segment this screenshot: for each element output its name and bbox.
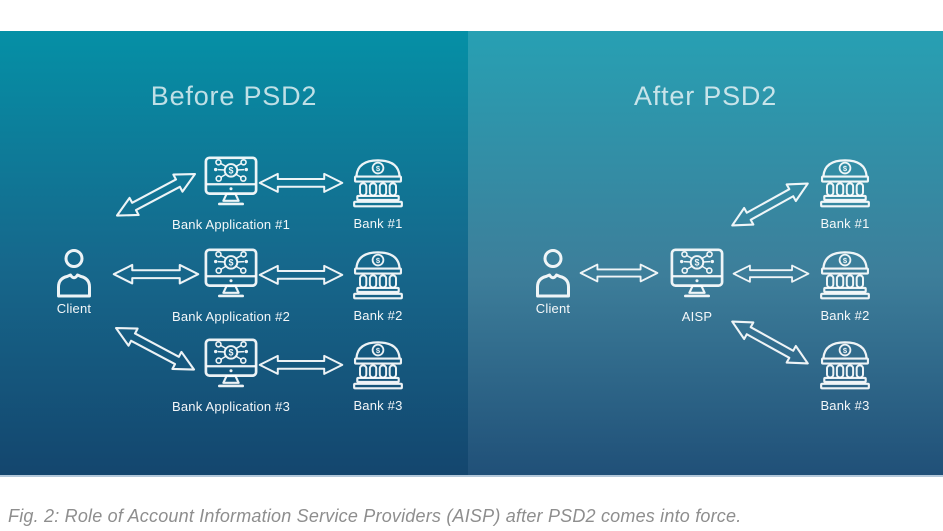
node-bank-1-after: Bank #1 [765,155,925,231]
node-client-before: Client [0,248,154,316]
node-label: Bank #3 [820,398,870,413]
client-person-icon [54,248,94,298]
double-arrow-icon [732,262,810,285]
node-bank-3-before: Bank #3 [298,337,458,413]
node-bank-2-before: Bank #2 [298,247,458,323]
node-label: Client [56,301,92,316]
bank-building-icon [350,247,406,301]
panel-title: Before PSD2 [150,81,318,111]
figure-caption: Fig. 2: Role of Account Information Serv… [8,506,742,526]
node-label: Bank #3 [353,398,403,413]
bank-building-icon [817,155,873,209]
node-label: Bank Application #2 [172,309,290,324]
bank-app-monitor-icon [203,248,259,300]
panel-title: After PSD2 [633,81,778,111]
node-label: Bank #2 [820,308,870,323]
bank-app-monitor-icon [203,156,259,208]
double-arrow-icon [112,261,200,287]
client-person-icon [533,248,573,298]
node-label: AISP [681,309,713,324]
double-arrow-icon [579,261,659,285]
node-aisp: AISP [617,248,777,324]
node-bank-app-2: Bank Application #2 [151,248,311,324]
node-client-after: Client [473,248,633,316]
double-arrow-icon [258,170,344,196]
bank-building-icon [817,337,873,391]
bank-app-monitor-icon [203,338,259,390]
bank-building-icon [350,155,406,209]
node-label: Bank #1 [820,216,870,231]
node-bank-1-before: Bank #1 [298,155,458,231]
node-label: Bank #1 [353,216,403,231]
node-label: Bank #2 [353,308,403,323]
node-label: Bank Application #3 [172,399,290,414]
node-label: Bank Application #1 [172,217,290,232]
bank-building-icon [817,247,873,301]
node-bank-app-3: Bank Application #3 [151,338,311,414]
node-bank-2-after: Bank #2 [765,247,925,323]
double-arrow-icon [258,352,344,378]
bank-building-icon [350,337,406,391]
node-bank-app-1: Bank Application #1 [151,156,311,232]
node-label: Client [535,301,571,316]
node-bank-3-after: Bank #3 [765,337,925,413]
bank-app-monitor-icon [669,248,725,300]
double-arrow-icon [258,262,344,288]
